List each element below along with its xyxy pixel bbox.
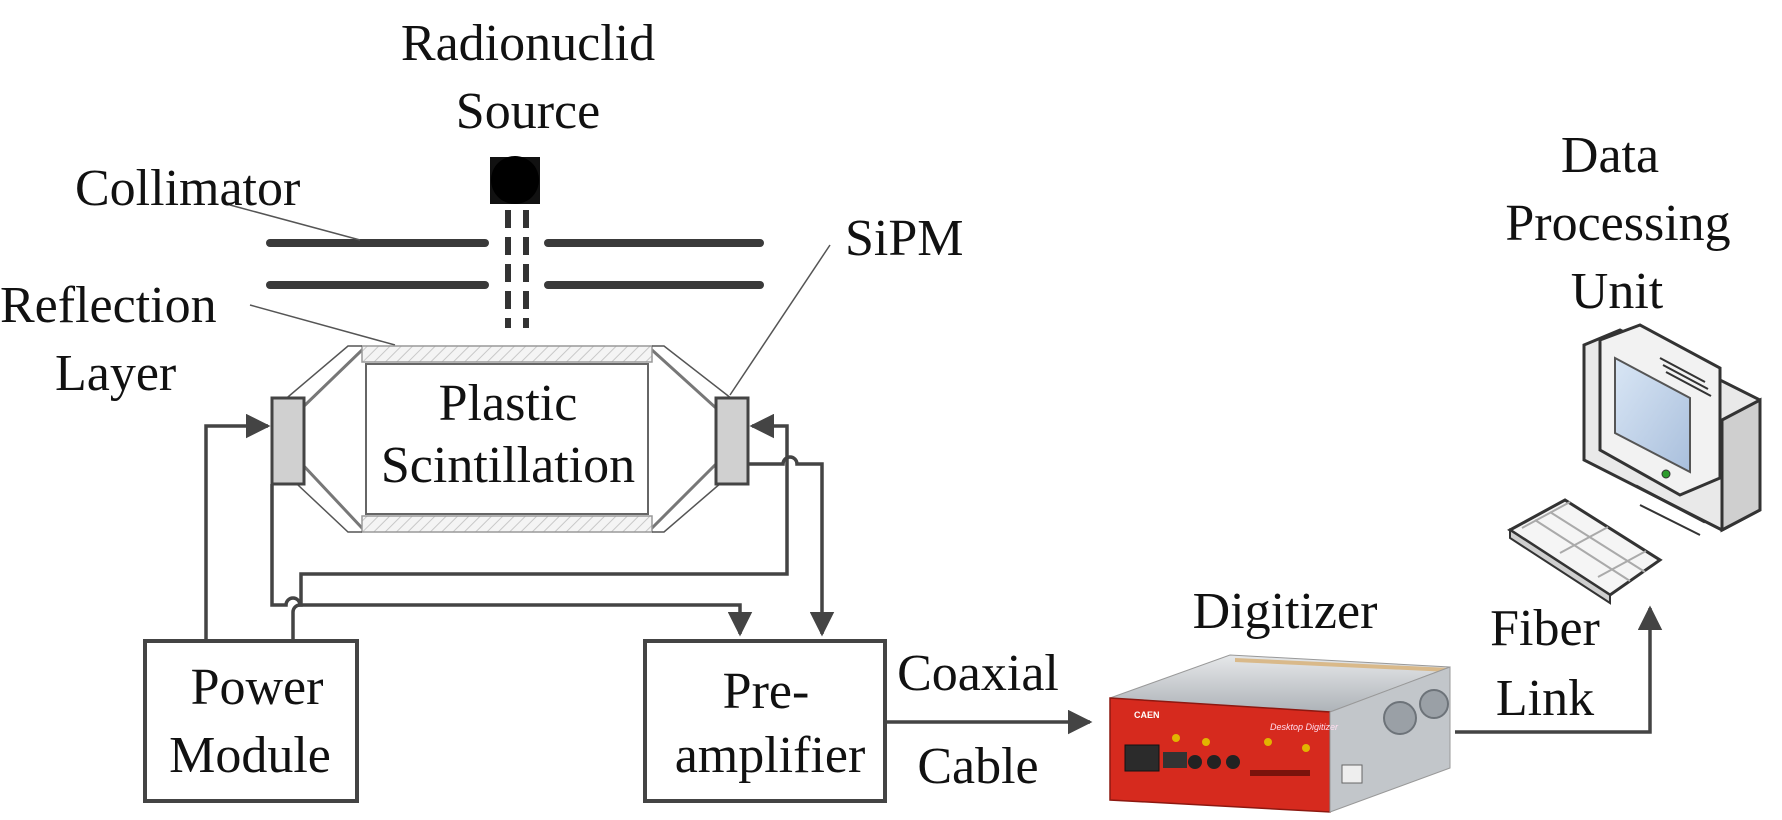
source-label-line2: Source	[456, 83, 600, 140]
sipm-left	[270, 396, 306, 486]
monitor-screen	[1614, 356, 1691, 474]
reflection-layer-top	[361, 345, 653, 363]
coax-label-line2: Cable	[917, 738, 1038, 795]
source-label-line1: Radionuclid	[401, 15, 655, 72]
sipm-label: SiPM	[845, 210, 964, 267]
digitizer-device: CAEN Desktop Digitizer	[1109, 654, 1451, 813]
power-module-label-line1: Power	[191, 659, 324, 716]
fiber-label-line2: Link	[1496, 670, 1594, 727]
reflection-label-line2: Layer	[55, 345, 176, 402]
reflection-label-line1: Reflection	[0, 277, 217, 334]
scintillator-label-line1: Plastic	[439, 375, 578, 432]
reflection-leader	[249, 304, 396, 346]
sipm-right	[714, 396, 750, 486]
digitizer-model: Desktop Digitizer	[1270, 722, 1339, 732]
collimator-leader	[229, 204, 361, 241]
preamp-box	[643, 639, 887, 803]
computer-icon	[1507, 323, 1762, 605]
processing-unit-label-line3: Unit	[1571, 263, 1664, 320]
processing-unit-label-line1: Data	[1561, 127, 1659, 184]
digitizer-label: Digitizer	[1193, 583, 1378, 640]
coax-label-line1: Coaxial	[897, 645, 1059, 702]
reflection-layer-bottom	[361, 515, 653, 533]
scintillator-label-line2: Scintillation	[381, 437, 635, 494]
processing-unit-label-line2: Processing	[1505, 195, 1730, 252]
source-dot	[491, 156, 539, 204]
scintillator-assembly	[281, 345, 737, 533]
digitizer-brand: CAEN	[1134, 710, 1160, 720]
fiber-label-line1: Fiber	[1490, 600, 1600, 657]
wiring	[204, 413, 1663, 735]
preamp-label-line1: Pre-	[723, 663, 810, 720]
preamp-label-line2: amplifier	[675, 727, 866, 784]
power-module-box	[143, 639, 359, 803]
collimator	[266, 239, 764, 289]
sipm-leader	[729, 244, 831, 396]
scintillator-body	[365, 363, 649, 515]
power-module-label-line2: Module	[169, 727, 331, 784]
collimator-label: Collimator	[75, 160, 300, 217]
